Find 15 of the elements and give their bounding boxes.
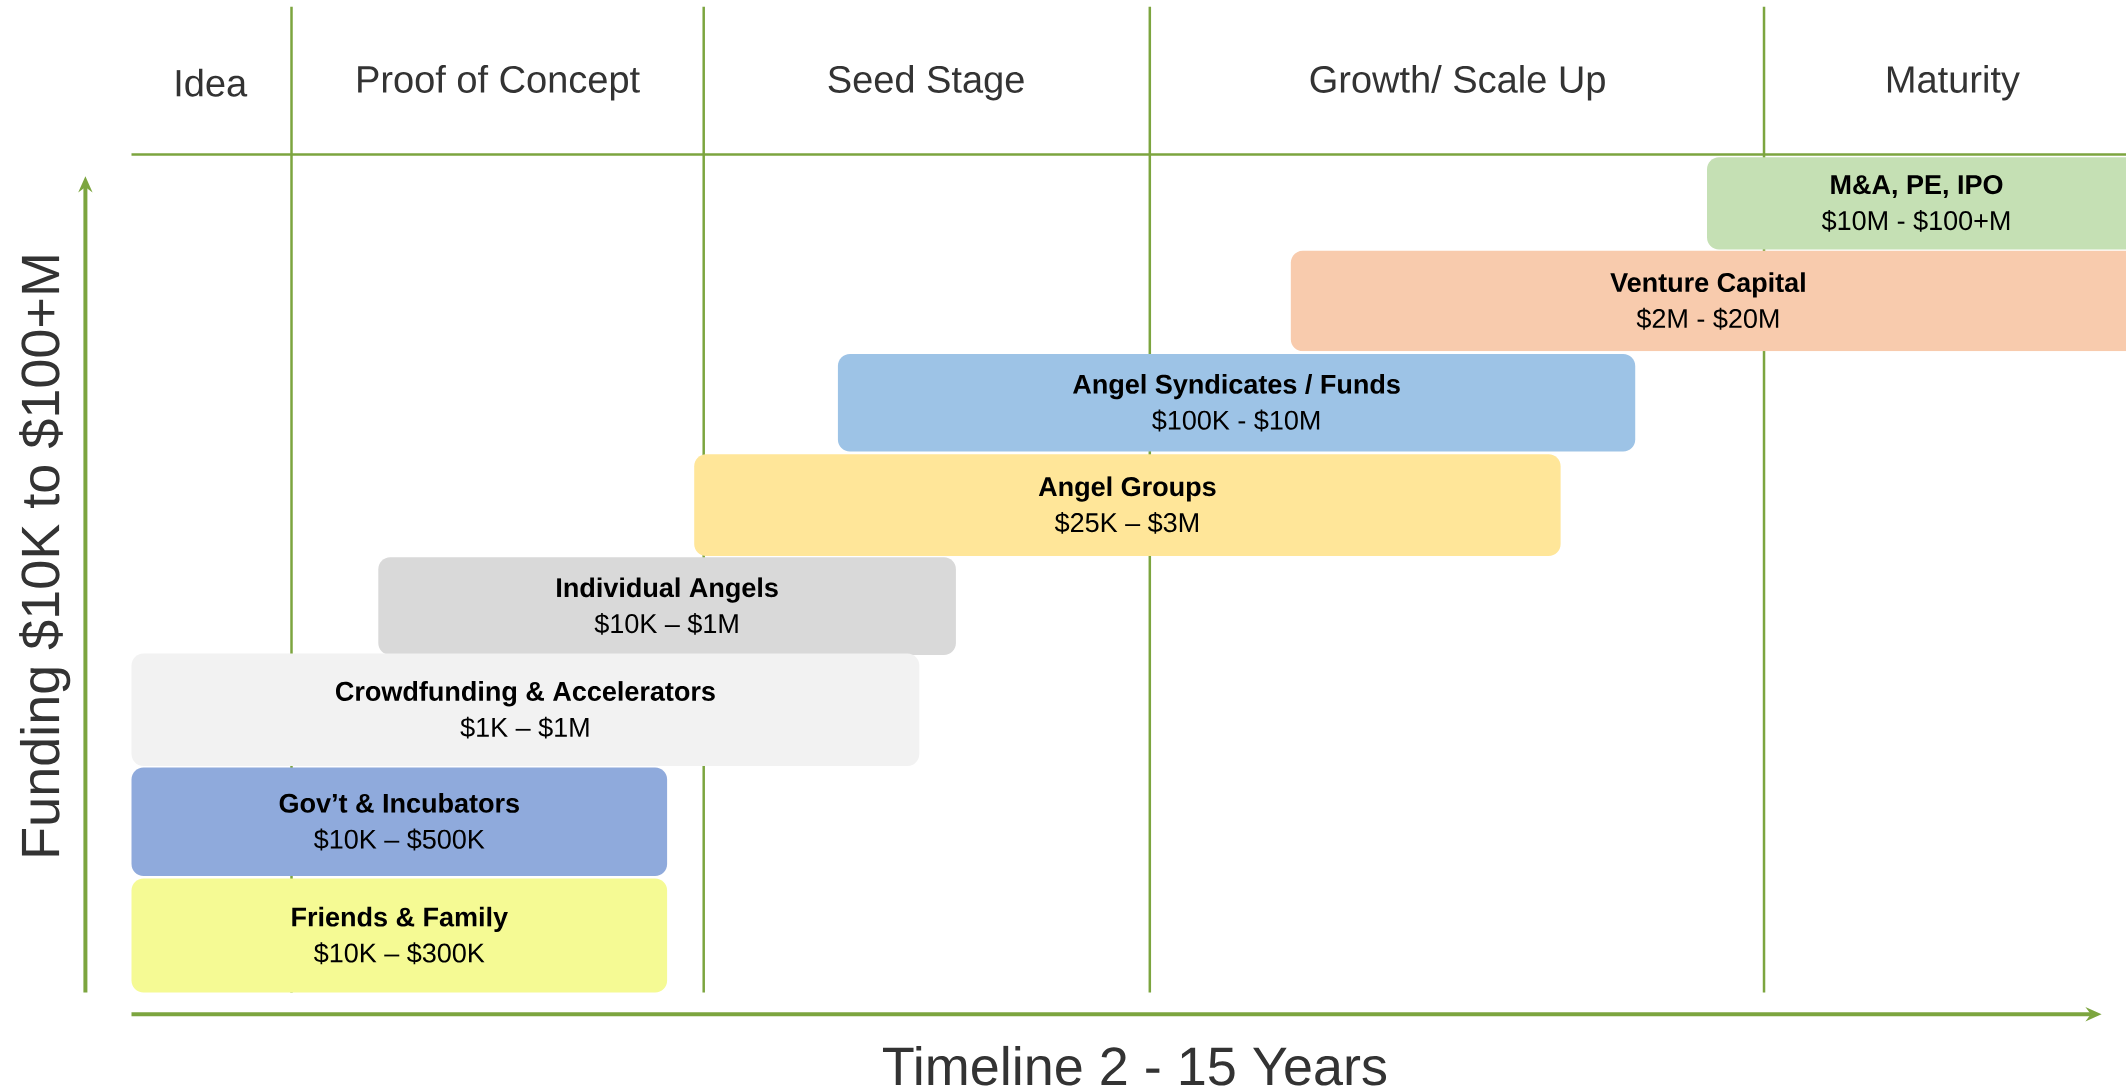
funding-bar: Individual Angels $10K – $1M: [378, 557, 956, 655]
stage-heading: Seed Stage: [828, 65, 1024, 101]
funding-bar: Venture Capital $2M - $20M: [1290, 250, 2126, 352]
funding-bar: Friends & Family $10K – $300K: [131, 878, 668, 993]
stage-heading: Growth/ Scale Up: [1310, 65, 1605, 101]
axis-title: Timeline 2 - 15 Years: [883, 1045, 1387, 1086]
stage-heading: Proof of Concept: [358, 65, 640, 101]
axis-title: Funding $10K to $100+M: [19, 256, 71, 856]
funding-bar: Angel Syndicates / Funds $100K - $10M: [837, 353, 1636, 452]
funding-bar: Angel Groups $25K – $3M: [694, 454, 1561, 556]
stage-heading: Maturity: [1888, 65, 2020, 101]
funding-bar: Crowdfunding & Accelerators $1K – $1M: [131, 653, 920, 767]
stage-heading: Idea: [176, 68, 248, 97]
funding-bar: M&A, PE, IPO $10M - $100+M: [1707, 157, 2126, 250]
funding-bar: Gov’t & Incubators $10K – $500K: [131, 767, 668, 876]
